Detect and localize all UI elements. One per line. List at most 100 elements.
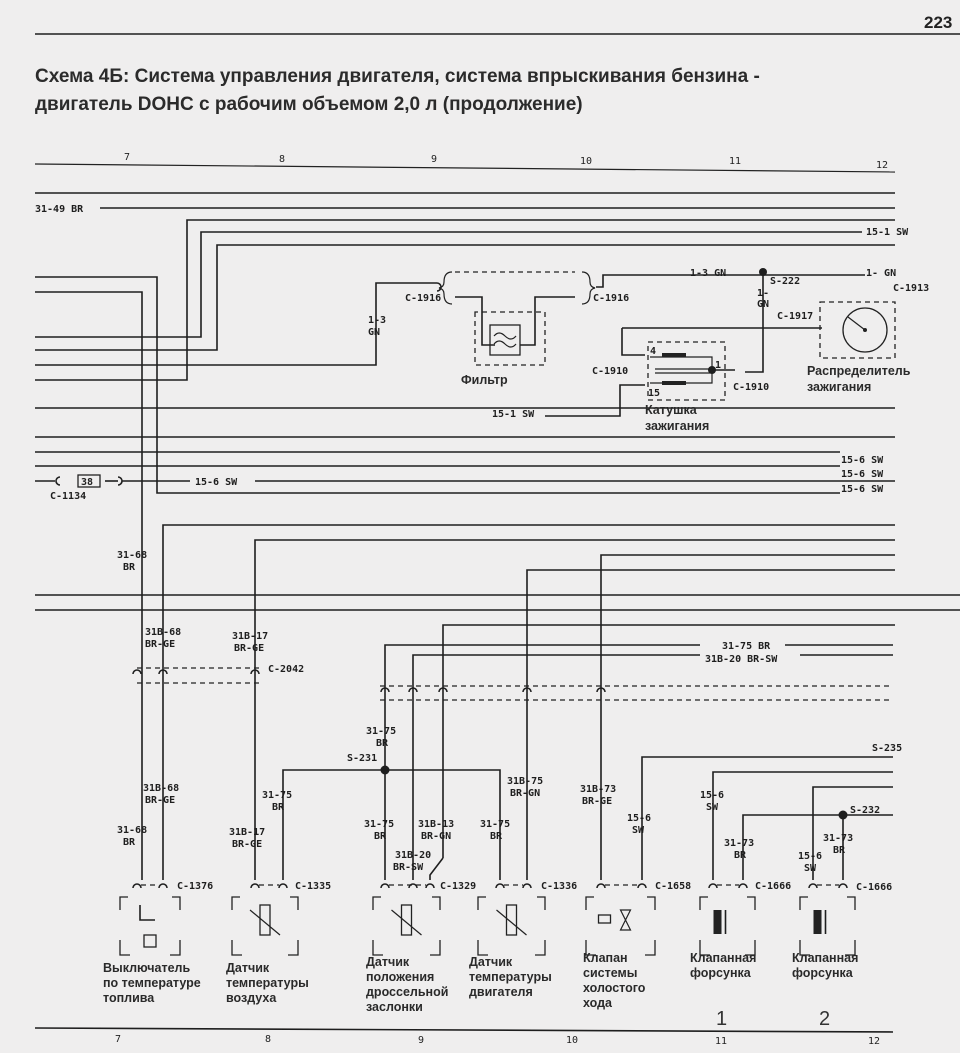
fuel-temp-switch-symbol (119, 896, 181, 956)
wire-label: 31-73 (823, 833, 853, 844)
connector-pin (808, 883, 818, 889)
connector-label: C-1336 (541, 881, 577, 892)
wire-label: 31B-73 (580, 784, 616, 795)
device-label: температуры (226, 976, 309, 990)
wire-label: 15-6 (798, 851, 822, 862)
pin-label: 15 (648, 388, 660, 399)
connector-label: C-1329 (440, 881, 476, 892)
wire-label: 1- (757, 288, 769, 299)
connector-pin (408, 883, 418, 889)
device-label: топлива (103, 991, 155, 1005)
device-label: Клапан (583, 951, 628, 965)
wire-label: 31-75 (366, 726, 396, 737)
column-number: 10 (580, 156, 592, 167)
connector-pin (250, 669, 260, 675)
connector-pin (637, 883, 647, 889)
connector-label: C-1134 (50, 491, 86, 502)
connector-pin (380, 883, 390, 889)
connector-pin (158, 883, 168, 889)
connector-marks (132, 669, 848, 889)
upper-wires (35, 192, 895, 880)
ignition-coil (545, 327, 822, 417)
device-label: хода (583, 996, 613, 1010)
injector-2-symbol (799, 896, 856, 956)
column-number: 9 (431, 154, 437, 165)
wire-label: 31-73 (724, 838, 754, 849)
coil-label: Катушка (645, 403, 698, 417)
connector-label: C-1913 (893, 283, 929, 294)
wire-label: BR-GE (234, 643, 264, 654)
wire-label: 31-75 BR (722, 641, 771, 652)
wire-label: 15-6 SW (841, 469, 884, 480)
connector-label: C-1916 (593, 293, 629, 304)
wire-label: BR (272, 802, 285, 813)
column-numbers-top: 7 8 9 10 11 12 (124, 152, 888, 171)
connector-pin (408, 687, 418, 693)
wire-label: BR (734, 850, 747, 861)
wire-label: 31-68 (117, 825, 147, 836)
wire-label: 31-68 (117, 550, 147, 561)
connector-pin (596, 687, 606, 693)
connector-pin (425, 883, 435, 889)
device-label: Клапанная (690, 951, 756, 965)
column-number: 12 (868, 1036, 880, 1047)
connector-label: C-1666 (856, 882, 892, 893)
wire-label: SW (632, 825, 645, 836)
connector-pin (380, 687, 390, 693)
wire-label: 15-6 (627, 813, 651, 824)
device-label: Выключатель (103, 961, 190, 975)
column-number: 7 (124, 152, 130, 163)
wire-label: SW (804, 863, 817, 874)
distributor (819, 301, 896, 359)
wire-label: 31B-13 (418, 819, 454, 830)
filter-label: Фильтр (461, 373, 508, 387)
air-temp-sensor-symbol (231, 896, 299, 956)
wire-label: 15-6 SW (841, 455, 884, 466)
device-label: Клапанная (792, 951, 858, 965)
top-frame-line (34, 163, 896, 173)
wire-label: 31B-17 (232, 631, 268, 642)
distributor-label: зажигания (807, 380, 871, 394)
column-number: 9 (418, 1035, 424, 1046)
device-label: форсунка (690, 966, 752, 980)
column-number: 8 (279, 154, 285, 165)
wire-label: 1-3 GN (690, 268, 726, 279)
engine-temp-sensor-symbol (477, 896, 546, 956)
device-label: температуры (469, 970, 552, 984)
connector-label: C-1376 (177, 881, 213, 892)
column-number: 10 (566, 1035, 578, 1046)
wire-label: BR-SW (393, 862, 424, 873)
splice-label: S-232 (850, 805, 880, 816)
column-number: 7 (115, 1034, 121, 1045)
device-label: по температуре (103, 976, 201, 990)
column-number: 11 (715, 1036, 727, 1047)
wire-label: BR-GE (145, 795, 175, 806)
connector-label: C-2042 (268, 664, 304, 675)
wire-label: 15-6 SW (841, 484, 884, 495)
page-title-line1: Схема 4Б: Система управления двигателя, … (35, 66, 760, 87)
wire-label: BR-GN (421, 831, 451, 842)
injector-1-symbol (699, 896, 756, 956)
connector-pin (250, 883, 260, 889)
connector-pin (522, 883, 532, 889)
column-number: 11 (729, 156, 741, 167)
distributor-label: Распределитель (807, 364, 911, 378)
idle-valve-symbol (585, 896, 656, 956)
wire-label: GN (368, 327, 380, 338)
device-label: заслонки (366, 1000, 423, 1014)
wire-label: 31B-75 (507, 776, 543, 787)
connector-pin (596, 883, 606, 889)
device-label: дроссельной (366, 985, 448, 999)
page-number: 223 (924, 13, 952, 32)
wire-label: SW (706, 802, 719, 813)
splice-label: S-235 (872, 743, 902, 754)
connector-label: C-1910 (592, 366, 628, 377)
connector-label: C-1335 (295, 881, 331, 892)
connector-label: C-1910 (733, 382, 769, 393)
pin-label: 4 (650, 346, 656, 357)
wire-label: 31-75 (262, 790, 292, 801)
device-label: положения (366, 970, 434, 984)
filter-assembly (436, 268, 865, 373)
device-label: холостого (583, 981, 646, 995)
